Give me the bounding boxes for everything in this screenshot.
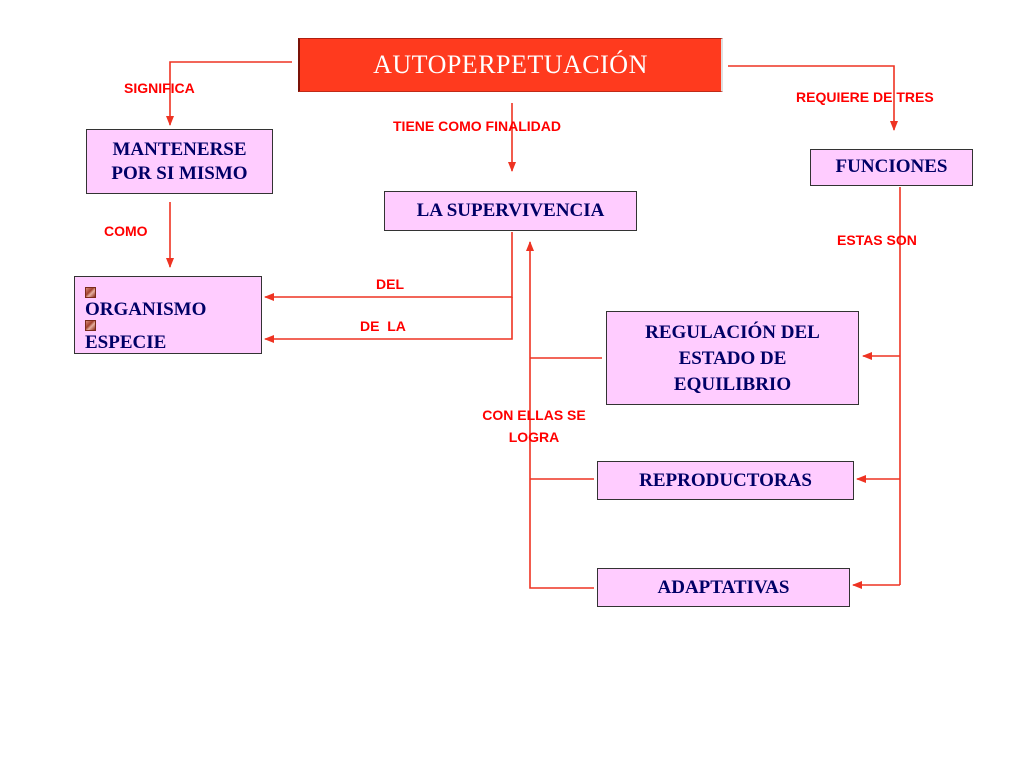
stone-square-bullet-icon xyxy=(85,320,96,331)
node-regulacion-line2: ESTADO DE xyxy=(678,348,787,369)
node-adaptativas-text: ADAPTATIVAS xyxy=(657,577,790,598)
node-organismo-especie: ORGANISMO ESPECIE xyxy=(74,276,262,354)
node-supervivencia: LA SUPERVIVENCIA xyxy=(384,191,637,231)
arrow-de-la xyxy=(264,297,513,343)
node-funciones: FUNCIONES xyxy=(810,149,973,186)
label-como: COMO xyxy=(104,223,148,239)
arrow-significa xyxy=(166,61,292,126)
node-regulacion: REGULACIÓN DEL ESTADO DE EQUILIBRIO xyxy=(606,311,859,405)
node-mantenerse: MANTENERSE POR SI MISMO xyxy=(86,129,273,194)
label-requiere-tres: REQUIERE DE TRES xyxy=(796,89,934,105)
list-item-especie: ESPECIE xyxy=(85,320,166,355)
list-item-especie-text: ESPECIE xyxy=(85,332,167,353)
label-estas-son: ESTAS SON xyxy=(837,232,917,248)
label-con-ellas: CON ELLAS SE LOGRA xyxy=(461,404,607,448)
label-tiene-finalidad: TIENE COMO FINALIDAD xyxy=(393,118,561,134)
node-funciones-text: FUNCIONES xyxy=(835,156,948,177)
node-regulacion-line3: EQUILIBRIO xyxy=(673,374,792,395)
node-reproductoras: REPRODUCTORAS xyxy=(597,461,854,500)
list-item-organismo-text: ORGANISMO xyxy=(85,299,207,320)
node-supervivencia-text: LA SUPERVIVENCIA xyxy=(416,200,605,221)
label-con-ellas-line1: CON ELLAS SE xyxy=(482,407,586,423)
arrow-requiere xyxy=(728,65,898,131)
title-node: AUTOPERPETUACIÓN xyxy=(298,38,723,92)
node-mantenerse-line1: MANTENERSE xyxy=(112,139,247,160)
title-text: AUTOPERPETUACIÓN xyxy=(373,50,648,79)
stone-square-bullet-icon xyxy=(85,287,96,298)
label-significa: SIGNIFICA xyxy=(124,80,195,96)
label-del: DEL xyxy=(376,276,404,292)
list-item-organismo: ORGANISMO xyxy=(85,287,206,322)
label-con-ellas-line2: LOGRA xyxy=(508,429,560,445)
node-mantenerse-line2: POR SI MISMO xyxy=(111,163,248,184)
label-de-la: DE LA xyxy=(360,318,406,334)
node-adaptativas: ADAPTATIVAS xyxy=(597,568,850,607)
node-reproductoras-text: REPRODUCTORAS xyxy=(639,470,812,491)
node-regulacion-line1: REGULACIÓN DEL xyxy=(645,322,820,343)
